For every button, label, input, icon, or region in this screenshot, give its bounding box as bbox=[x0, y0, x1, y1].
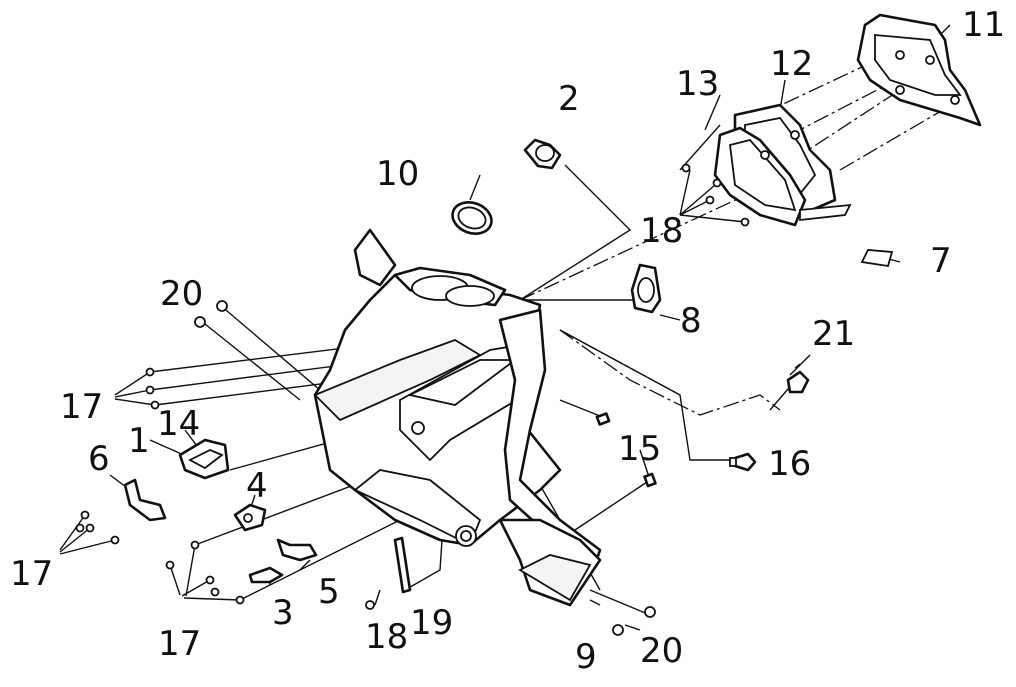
label-20-bottom: 20 bbox=[640, 631, 683, 671]
label-4: 4 bbox=[246, 466, 268, 506]
label-14: 14 bbox=[157, 404, 200, 444]
label-20-top: 20 bbox=[160, 274, 203, 314]
label-18-top: 18 bbox=[640, 211, 683, 251]
label-8: 8 bbox=[680, 301, 702, 341]
part-21-clip bbox=[786, 363, 810, 394]
part-13-panel bbox=[713, 126, 852, 227]
label-1: 1 bbox=[128, 421, 150, 461]
screw-17-group bbox=[75, 367, 245, 605]
label-18-bottom: 18 bbox=[365, 617, 408, 657]
part-7-sticker bbox=[860, 249, 894, 268]
label-15: 15 bbox=[618, 429, 661, 469]
screw-18-group bbox=[365, 163, 750, 610]
part-14-switch bbox=[178, 438, 230, 480]
part-5-bracket bbox=[276, 538, 318, 562]
label-12: 12 bbox=[770, 44, 813, 84]
label-3: 3 bbox=[272, 593, 294, 633]
label-7: 7 bbox=[930, 241, 952, 281]
label-10: 10 bbox=[376, 154, 419, 194]
part-2-knob bbox=[523, 138, 562, 170]
part-8-cap bbox=[630, 263, 662, 314]
label-17-left: 17 bbox=[10, 554, 53, 594]
part-15-clips bbox=[595, 412, 657, 488]
label-21: 21 bbox=[812, 314, 855, 354]
label-16: 16 bbox=[768, 444, 811, 484]
label-11: 11 bbox=[962, 5, 1005, 45]
screw-20-group bbox=[194, 300, 656, 636]
label-17-bottom: 17 bbox=[158, 624, 201, 664]
part-labels: 1 2 3 4 5 6 7 8 9 10 11 12 13 14 15 16 1… bbox=[10, 5, 1005, 677]
label-17-top: 17 bbox=[60, 387, 103, 427]
part-10-ring bbox=[451, 201, 493, 235]
part-6-bracket bbox=[123, 478, 167, 522]
part-16-clip bbox=[729, 452, 757, 472]
part-4-bracket bbox=[233, 503, 267, 532]
part-11-panel bbox=[856, 13, 982, 127]
part-3-bracket bbox=[248, 566, 284, 584]
label-2: 2 bbox=[558, 79, 580, 119]
label-13: 13 bbox=[676, 64, 719, 104]
main-body-assembly bbox=[313, 228, 602, 607]
part-19-rod bbox=[393, 536, 412, 594]
label-5: 5 bbox=[318, 572, 340, 612]
label-6: 6 bbox=[88, 439, 110, 479]
label-19: 19 bbox=[410, 603, 453, 643]
label-9: 9 bbox=[575, 637, 597, 677]
